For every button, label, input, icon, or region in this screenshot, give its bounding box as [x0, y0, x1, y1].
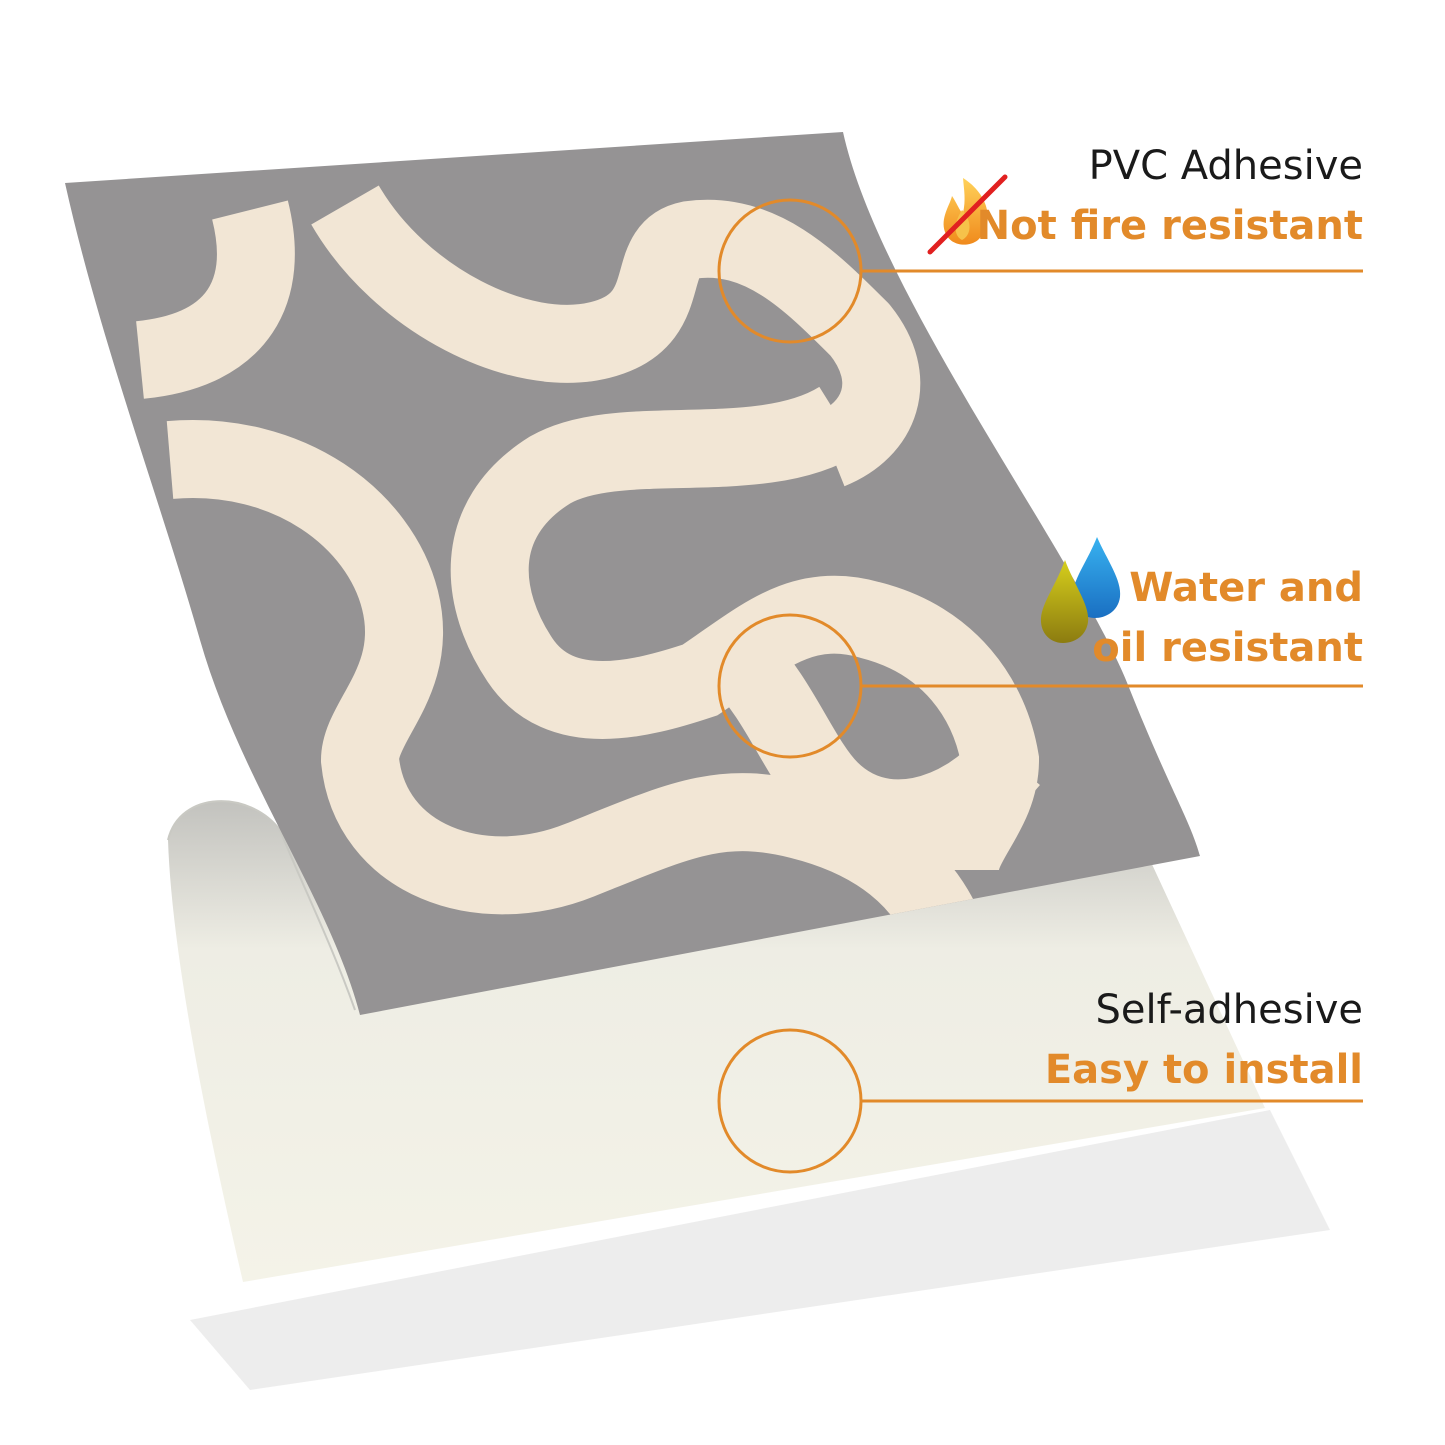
- feature-water-oil: Water and oil resistant: [1092, 558, 1363, 678]
- feature-self-adhesive: Self-adhesive Easy to install: [1045, 980, 1363, 1100]
- wave-pattern: [134, 184, 1040, 939]
- feature-subtitle: Easy to install: [1044, 1047, 1363, 1093]
- feature-line-2: oil resistant: [1092, 625, 1363, 671]
- feature-title: Self-adhesive: [1095, 987, 1363, 1033]
- feature-pvc-adhesive: PVC Adhesive Not fire resistant: [977, 136, 1363, 256]
- feature-subtitle: Not fire resistant: [976, 203, 1363, 249]
- water-oil-drops-icon: [1040, 537, 1121, 643]
- feature-title: PVC Adhesive: [1088, 143, 1363, 189]
- flame-crossed-icon: [927, 174, 1008, 255]
- backing-shadow: [190, 1110, 1330, 1390]
- feature-line-1: Water and: [1129, 565, 1363, 611]
